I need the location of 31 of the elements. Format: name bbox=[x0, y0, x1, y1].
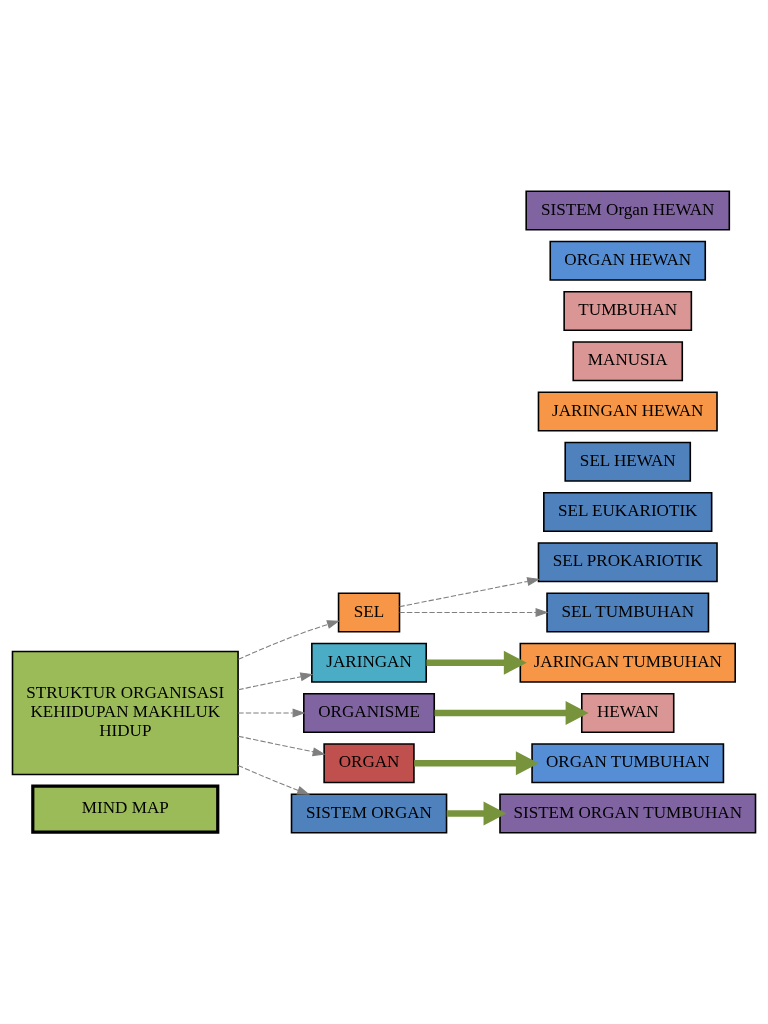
node-box: SISTEM ORGAN bbox=[290, 793, 448, 834]
arrow bbox=[398, 577, 540, 608]
arrow bbox=[434, 700, 589, 726]
arrow bbox=[446, 801, 507, 826]
arrow bbox=[237, 620, 340, 660]
node-box: SEL TUMBUHAN bbox=[546, 592, 710, 633]
node-box: JARINGAN TUMBUHAN bbox=[519, 642, 736, 683]
arrow bbox=[426, 650, 527, 675]
node-box: MANUSIA bbox=[572, 341, 684, 382]
arrow bbox=[399, 608, 549, 617]
node-box: JARINGAN bbox=[311, 642, 428, 683]
node-box: SEL PROKARIOTIK bbox=[537, 542, 718, 583]
node-box: TUMBUHAN bbox=[563, 290, 693, 332]
node-box: ORGAN HEWAN bbox=[549, 240, 707, 281]
node-box: SEL EUKARIOTIK bbox=[543, 491, 713, 533]
node-box: SISTEM Organ HEWAN bbox=[525, 190, 731, 231]
node-box: ORGAN TUMBUHAN bbox=[531, 743, 725, 784]
node-box: SEL bbox=[337, 592, 401, 633]
node-box: ORGANISME bbox=[303, 692, 436, 734]
node-box: JARINGAN HEWAN bbox=[537, 391, 718, 432]
node-box: SISTEM ORGAN TUMBUHAN bbox=[499, 793, 757, 834]
arrow bbox=[237, 672, 314, 691]
node-box: MIND MAP bbox=[31, 784, 220, 834]
arrow bbox=[237, 764, 310, 795]
node-box: ORGAN bbox=[323, 743, 415, 784]
arrow bbox=[414, 751, 539, 776]
node-box: STRUKTUR ORGANISASI KEHIDUPAN MAKHLUK HIDUP bbox=[11, 650, 239, 776]
arrow bbox=[237, 708, 306, 718]
node-box: HEWAN bbox=[581, 692, 675, 734]
node-box: SEL HEWAN bbox=[564, 441, 692, 482]
arrow bbox=[237, 735, 326, 757]
